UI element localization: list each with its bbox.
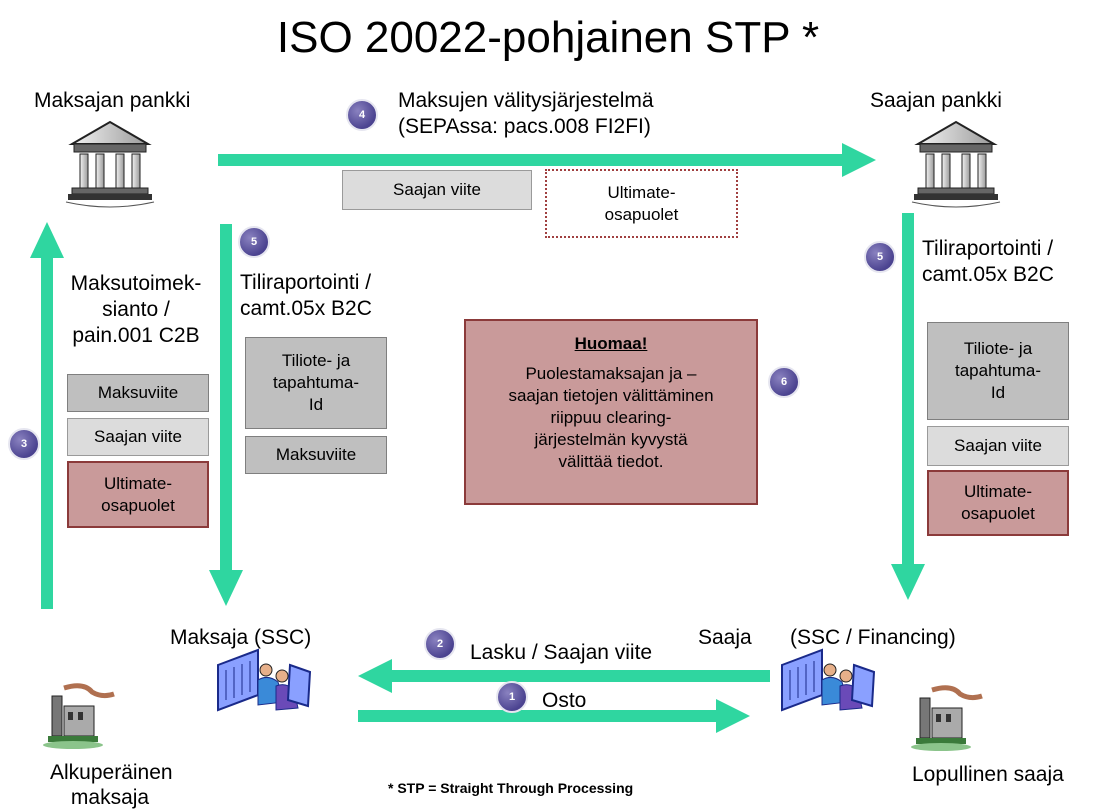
purchase-label: Osto [542, 689, 587, 712]
right-statement-id-box: Tiliote- ja tapahtuma- Id [927, 322, 1069, 420]
clearing-label-2: (SEPAssa: pacs.008 FI2FI) [398, 115, 651, 138]
mid-statement-id-box: Tiliote- ja tapahtuma- Id [245, 337, 387, 429]
payer-label: Maksaja (SSC) [170, 626, 312, 649]
reporting-right-label-1: Tiliraportointi / [922, 237, 1054, 260]
step-5-right-badge: 5 [864, 241, 896, 273]
invoice-arrow [388, 670, 770, 682]
reporting-right-label-2: camt.05x B2C [922, 263, 1054, 286]
left-ultimate-box: Ultimate- osapuolet [67, 461, 209, 528]
original-payer-label-2: maksaja [70, 786, 150, 809]
step-2-badge: 2 [424, 628, 456, 660]
top-ultimate-box: Ultimate- osapuolet [545, 169, 738, 238]
initiation-arrow [41, 256, 53, 609]
ultimate-payee-label: Lopullinen saaja [912, 763, 1064, 786]
step-5-left-badge: 5 [238, 226, 270, 258]
reporting-left-label-1: Tiliraportointi / [240, 271, 372, 294]
top-payee-ref-box: Saajan viite [342, 170, 532, 210]
step-6-badge: 6 [768, 366, 800, 398]
initiation-label-1: Maksutoimek- [70, 272, 202, 295]
invoice-label: Lasku / Saajan viite [470, 641, 653, 664]
original-payer-factory-icon [43, 686, 114, 749]
clearing-label-1: Maksujen välitysjärjestelmä [398, 89, 654, 112]
note-body: Puolestamaksajan ja – saajan tietojen vä… [508, 364, 714, 471]
reporting-right-arrow [902, 213, 914, 566]
initiation-label-3: pain.001 C2B [72, 324, 200, 347]
step-3-badge: 3 [8, 428, 40, 460]
left-payment-ref-box: Maksuviite [67, 374, 209, 412]
payer-workers-icon [217, 649, 311, 711]
step-1-badge: 1 [496, 681, 528, 713]
payee-bank-icon [911, 121, 1001, 208]
mid-payment-ref-box: Maksuviite [245, 436, 387, 474]
note-heading: Huomaa! [574, 334, 648, 353]
ultimate-payee-factory-icon [911, 688, 982, 751]
payer-bank-label: Maksajan pankki [34, 89, 191, 112]
initiation-label-2: sianto / [102, 298, 170, 321]
reporting-left-label-2: camt.05x B2C [240, 297, 372, 320]
left-payee-ref-box: Saajan viite [67, 418, 209, 456]
footnote: * STP = Straight Through Processing [388, 780, 634, 796]
payee-label: Saaja [698, 626, 752, 649]
clearing-arrow [218, 154, 846, 166]
note-box: Huomaa! Puolestamaksajan ja – saajan tie… [464, 319, 758, 505]
reporting-left-arrow [220, 224, 232, 572]
payer-bank-icon [65, 121, 155, 208]
right-ultimate-box: Ultimate- osapuolet [927, 470, 1069, 536]
page-title: ISO 20022-pohjainen STP * [276, 13, 820, 62]
right-payee-ref-box: Saajan viite [927, 426, 1069, 466]
payee-ssc-label: (SSC / Financing) [790, 626, 956, 649]
payee-bank-label: Saajan pankki [870, 89, 1002, 112]
original-payer-label-1: Alkuperäinen [50, 761, 173, 784]
payee-workers-icon [781, 649, 875, 711]
purchase-arrow [358, 710, 720, 722]
step-4-badge: 4 [346, 99, 378, 131]
